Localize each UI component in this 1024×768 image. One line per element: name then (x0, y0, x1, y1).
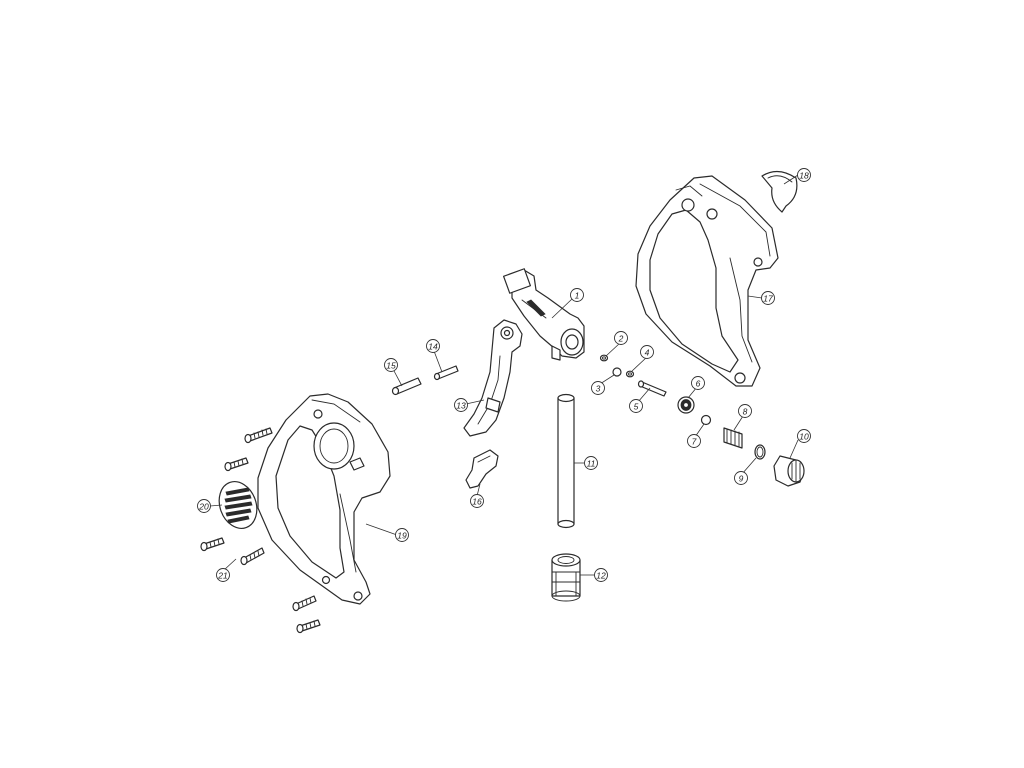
callout-circle-20 (197, 499, 211, 513)
callout-4: 4 (640, 345, 654, 359)
callout-11: 11 (584, 456, 598, 470)
callout-circle-4 (640, 345, 654, 359)
callout-number-14: 14 (428, 342, 438, 352)
callout-21: 21 (216, 568, 230, 582)
callout-circle-3 (591, 381, 605, 395)
callout-2: 2 (614, 331, 628, 345)
part-14-pin (433, 365, 459, 381)
part-16-trigger-lock (465, 449, 499, 489)
callout-number-16: 16 (472, 497, 482, 507)
callout-circle-17 (761, 291, 775, 305)
callout-number-21: 21 (217, 571, 228, 581)
part-4-washer (625, 370, 635, 378)
callout-number-10: 10 (799, 432, 809, 442)
part-11-tube (557, 393, 575, 529)
callout-circle-6 (691, 376, 705, 390)
callout-10: 10 (797, 429, 811, 443)
screw-3 (200, 537, 225, 552)
callout-number-9: 9 (739, 474, 744, 484)
callout-circle-14 (426, 339, 440, 353)
callout-3: 3 (591, 381, 605, 395)
callout-number-18: 18 (799, 171, 809, 181)
part-12-fitting (551, 553, 581, 602)
part-5-valve-stem (637, 380, 667, 397)
part-3-ball (612, 367, 622, 377)
callout-circle-21 (216, 568, 230, 582)
callout-18: 18 (797, 168, 811, 182)
callout-16: 16 (470, 494, 484, 508)
callout-circle-10 (797, 429, 811, 443)
screw-4 (240, 547, 265, 566)
part-9-o-ring (754, 444, 766, 460)
callout-17: 17 (761, 291, 775, 305)
callout-19: 19 (395, 528, 409, 542)
callout-number-19: 19 (397, 531, 407, 541)
screw-2 (224, 457, 249, 472)
callout-20: 20 (197, 499, 211, 513)
callout-number-8: 8 (743, 407, 748, 417)
callout-circle-5 (629, 399, 643, 413)
callout-number-5: 5 (634, 402, 639, 412)
callout-number-20: 20 (198, 502, 209, 512)
callout-circle-8 (738, 404, 752, 418)
callout-circle-15 (384, 358, 398, 372)
callout-circle-18 (797, 168, 811, 182)
part-15-pin (391, 377, 422, 396)
callout-circle-11 (584, 456, 598, 470)
callout-circle-12 (594, 568, 608, 582)
callout-7: 7 (687, 434, 701, 448)
part-13-trigger (463, 319, 523, 437)
callout-number-4: 4 (645, 348, 650, 358)
callout-number-2: 2 (618, 334, 624, 344)
callout-1: 1 (570, 288, 584, 302)
leader-lines (209, 174, 799, 576)
callout-number-13: 13 (456, 401, 466, 411)
callout-number-1: 1 (575, 291, 580, 301)
callout-circle-1 (570, 288, 584, 302)
screw-1 (244, 427, 273, 444)
screw-6 (296, 619, 321, 634)
part-1-valve-body (502, 268, 585, 361)
part-10-plug (773, 455, 805, 487)
callout-circle-16 (470, 494, 484, 508)
part-17-right-housing (635, 175, 779, 387)
callout-12: 12 (594, 568, 608, 582)
callout-number-12: 12 (596, 571, 606, 581)
callout-number-11: 11 (587, 459, 596, 469)
callout-circle-19 (395, 528, 409, 542)
callout-9: 9 (734, 471, 748, 485)
part-19-left-housing (257, 393, 391, 605)
callout-6: 6 (691, 376, 705, 390)
part-7-ball (700, 414, 712, 426)
part-18-clip (761, 170, 798, 213)
callout-13: 13 (454, 398, 468, 412)
callout-14: 14 (426, 339, 440, 353)
callout-number-7: 7 (692, 437, 697, 447)
callout-number-17: 17 (763, 294, 773, 304)
callout-5: 5 (629, 399, 643, 413)
callout-number-3: 3 (596, 384, 601, 394)
part-2-washer (599, 354, 609, 362)
callout-circle-9 (734, 471, 748, 485)
screw-5 (292, 595, 317, 612)
part-8-spring (723, 427, 743, 449)
part-20-grip-plate (218, 481, 258, 529)
callout-8: 8 (738, 404, 752, 418)
callout-number-15: 15 (386, 361, 396, 371)
part-6-seal-nut (677, 396, 695, 414)
callout-circle-7 (687, 434, 701, 448)
callout-number-6: 6 (696, 379, 701, 389)
callout-15: 15 (384, 358, 398, 372)
part-21-screws (200, 427, 321, 634)
callout-circle-2 (614, 331, 628, 345)
callout-circle-13 (454, 398, 468, 412)
